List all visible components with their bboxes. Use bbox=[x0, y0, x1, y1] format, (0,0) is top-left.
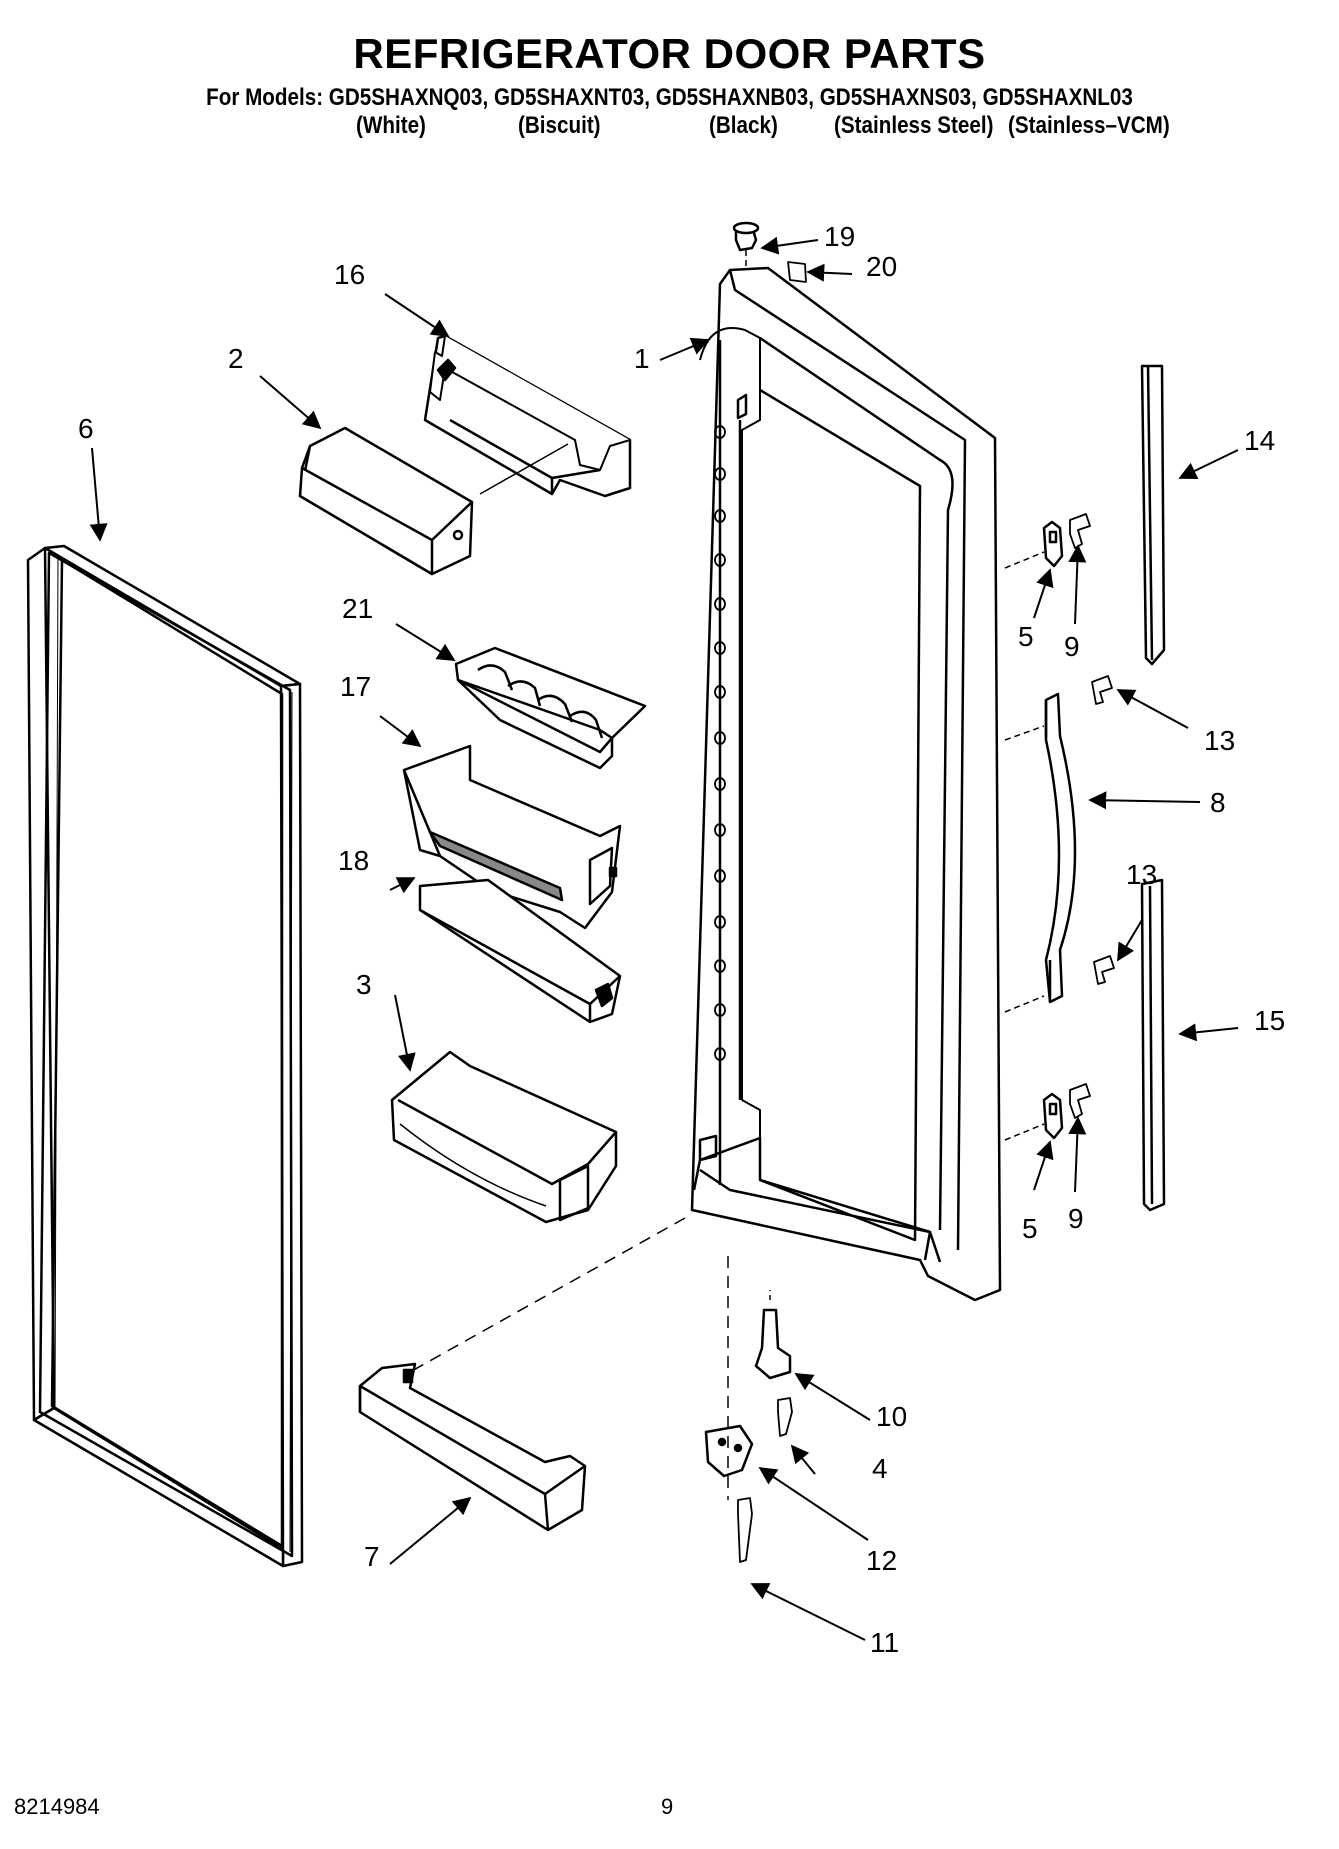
color-stainless-steel: (Stainless Steel) bbox=[834, 112, 994, 139]
shelf-trim bbox=[454, 646, 647, 770]
callout-8: 8 bbox=[1210, 787, 1226, 818]
callout-17: 17 bbox=[340, 671, 371, 702]
door-bin-upper bbox=[402, 744, 622, 930]
screw-13-upper bbox=[1091, 675, 1113, 705]
callout-6: 6 bbox=[78, 413, 94, 444]
label-20 bbox=[787, 261, 807, 283]
callout-7: 7 bbox=[364, 1541, 380, 1572]
models-line: For Models: GD5SHAXNQ03, GD5SHAXNT03, GD… bbox=[206, 84, 1133, 111]
callout-18: 18 bbox=[338, 845, 369, 876]
trim-strip-lower bbox=[1140, 878, 1166, 1212]
door-handle bbox=[1004, 692, 1077, 1013]
callout-13-upper: 13 bbox=[1204, 725, 1235, 756]
dispenser-housing bbox=[423, 334, 632, 498]
hinge-pin-10 bbox=[754, 1290, 792, 1380]
callout-13-lower: 13 bbox=[1126, 859, 1157, 890]
screw-13-lower bbox=[1093, 955, 1115, 985]
door-bin-small bbox=[418, 878, 622, 1024]
door-bin-lower bbox=[390, 1050, 618, 1224]
callout-9-upper: 9 bbox=[1064, 631, 1080, 662]
page-number: 9 bbox=[661, 1794, 674, 1819]
callout-3: 3 bbox=[356, 969, 372, 1000]
callout-5-lower: 5 bbox=[1022, 1213, 1038, 1244]
plug-19 bbox=[732, 221, 760, 268]
callout-12: 12 bbox=[866, 1545, 897, 1576]
page-title: REFRIGERATOR DOOR PARTS bbox=[353, 30, 986, 77]
door-liner bbox=[690, 266, 1002, 1302]
callout-20: 20 bbox=[866, 251, 897, 282]
callout-9-lower: 9 bbox=[1068, 1203, 1084, 1234]
hinge-clip-upper bbox=[1004, 513, 1091, 569]
door-gasket bbox=[26, 544, 304, 1568]
hinge-bracket-12 bbox=[704, 1424, 754, 1478]
leader-arrows bbox=[89, 236, 1239, 1641]
color-biscuit: (Biscuit) bbox=[518, 112, 601, 139]
color-white: (White) bbox=[356, 112, 426, 139]
document-number: 8214984 bbox=[14, 1794, 100, 1819]
callout-5-upper: 5 bbox=[1018, 621, 1034, 652]
dispenser-cover bbox=[298, 426, 474, 576]
trim-strip-upper bbox=[1140, 364, 1166, 666]
callout-21: 21 bbox=[342, 593, 373, 624]
callout-14: 14 bbox=[1244, 425, 1275, 456]
callout-4: 4 bbox=[872, 1453, 888, 1484]
color-black: (Black) bbox=[709, 112, 778, 139]
callout-11: 11 bbox=[870, 1627, 899, 1658]
liner-shelf-supports bbox=[714, 425, 726, 1061]
color-stainless-vcm: (Stainless–VCM) bbox=[1008, 112, 1170, 139]
screw-4 bbox=[777, 1397, 793, 1437]
screw-11 bbox=[737, 1497, 753, 1563]
bottom-door-bin bbox=[358, 1362, 587, 1532]
callout-2: 2 bbox=[228, 343, 244, 374]
callout-1: 1 bbox=[634, 343, 650, 374]
callout-10: 10 bbox=[876, 1401, 907, 1432]
callout-15: 15 bbox=[1254, 1005, 1285, 1036]
callout-19: 19 bbox=[824, 221, 855, 252]
callout-16: 16 bbox=[334, 259, 365, 290]
hinge-clip-lower bbox=[1004, 1083, 1091, 1141]
